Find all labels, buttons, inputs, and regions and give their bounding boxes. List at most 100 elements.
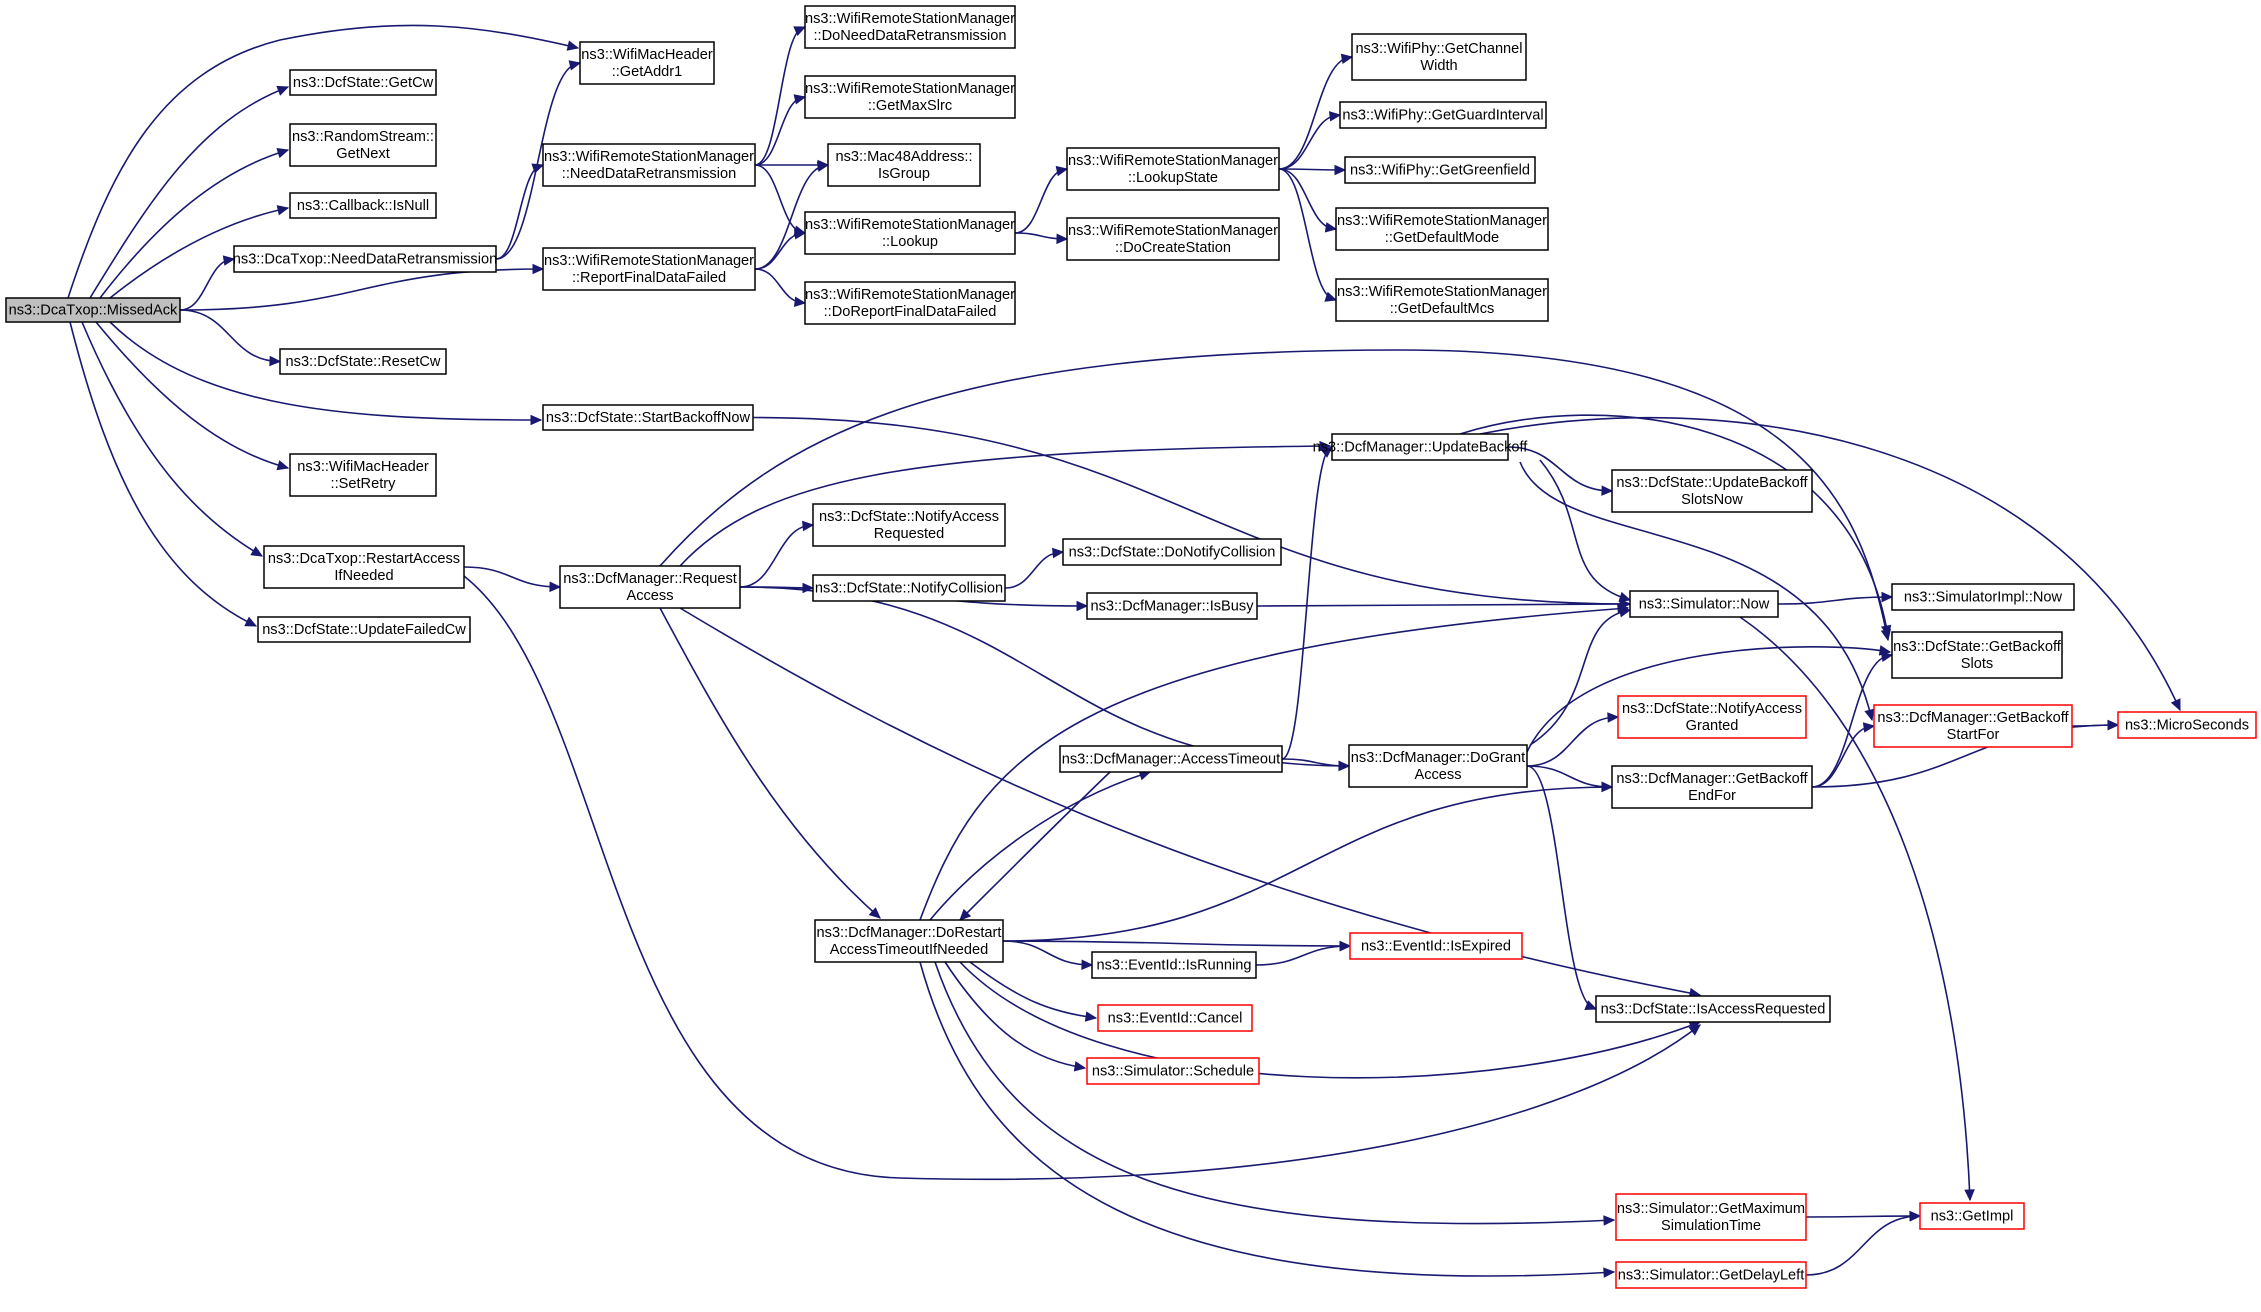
node-randomnext[interactable]: ns3::RandomStream::GetNext [289, 123, 437, 167]
node-label: ::ReportFinalDataFailed [572, 270, 726, 286]
edge-dogrant-to-notifyaccessgranted [1526, 716, 1619, 767]
node-isgroup[interactable]: ns3::Mac48Address::IsGroup [827, 143, 981, 187]
edge-requestaccess-to-notifyaccessreq [739, 524, 814, 588]
node-wrsmneeddata[interactable]: ns3::WifiRemoteStationManager::NeedDataR… [542, 143, 756, 187]
node-box [1629, 590, 1779, 618]
node-label: ::GetDefaultMode [1385, 230, 1499, 246]
node-dcaneeddata[interactable]: ns3::DcaTxop::NeedDataRetransmission [233, 245, 497, 273]
node-updatefailedcw[interactable]: ns3::DcfState::UpdateFailedCw [257, 616, 471, 643]
node-startbackoff[interactable]: ns3::DcfState::StartBackoffNow [542, 404, 754, 431]
node-donotifycollision[interactable]: ns3::DcfState::DoNotifyCollision [1062, 538, 1282, 566]
node-getgreenfield[interactable]: ns3::WifiPhy::GetGreenfield [1344, 156, 1536, 184]
node-resetcw[interactable]: ns3::DcfState::ResetCw [279, 348, 447, 375]
node-setretry[interactable]: ns3::WifiMacHeader::SetRetry [289, 453, 437, 497]
node-box [1059, 745, 1283, 773]
node-box [1611, 469, 1813, 513]
node-box [1062, 538, 1282, 566]
node-box [279, 348, 447, 375]
edge-arrowhead [868, 907, 881, 919]
node-label: SlotsNow [1681, 492, 1743, 508]
node-getdelayleft[interactable]: ns3::Simulator::GetDelayLeft [1615, 1261, 1807, 1289]
edge-lookupstate-to-getdefaultmcs [1278, 168, 1337, 301]
node-label: ns3::MicroSeconds [2125, 718, 2249, 734]
node-lookup[interactable]: ns3::WifiRemoteStationManager::Lookup [804, 211, 1016, 255]
node-getdefaultmcs[interactable]: ns3::WifiRemoteStationManager::GetDefaul… [1335, 278, 1549, 322]
edge-dorestart-to-getbackoffend [1002, 786, 1613, 942]
node-box [1066, 217, 1280, 261]
node-getmaxslrc[interactable]: ns3::WifiRemoteStationManager::GetMaxSlr… [804, 75, 1016, 119]
node-doneeddata[interactable]: ns3::WifiRemoteStationManager::DoNeedDat… [804, 5, 1016, 49]
node-label: ns3::DcfState::StartBackoffNow [546, 410, 751, 426]
node-box [1086, 1057, 1260, 1085]
node-label: ns3::WifiMacHeader [297, 459, 429, 475]
edge-dorestart-to-getmaxsimtime [934, 961, 1615, 1225]
node-cancel[interactable]: ns3::EventId::Cancel [1097, 1004, 1253, 1032]
node-label: ns3::DcfManager::IsBusy [1090, 599, 1254, 615]
node-box [1335, 207, 1549, 251]
node-docreatestation[interactable]: ns3::WifiRemoteStationManager::DoCreateS… [1066, 217, 1280, 261]
node-isrunning[interactable]: ns3::EventId::IsRunning [1091, 951, 1257, 979]
node-label: ::Lookup [882, 234, 938, 250]
node-isexpired[interactable]: ns3::EventId::IsExpired [1349, 932, 1523, 960]
node-box [827, 143, 981, 187]
node-box [1873, 704, 2073, 748]
edge-requestaccess-to-dorestart [659, 607, 881, 919]
node-schedule[interactable]: ns3::Simulator::Schedule [1086, 1057, 1260, 1085]
node-box [1891, 583, 2075, 611]
node-label: Access [626, 588, 673, 604]
node-label: ns3::DcfManager::AccessTimeout [1062, 752, 1280, 768]
node-getdefaultmode[interactable]: ns3::WifiRemoteStationManager::GetDefaul… [1335, 207, 1549, 251]
node-box [2117, 711, 2257, 739]
node-microseconds[interactable]: ns3::MicroSeconds [2117, 711, 2257, 739]
node-lookupstate[interactable]: ns3::WifiRemoteStationManager::LookupSta… [1066, 147, 1280, 191]
node-root[interactable]: ns3::DcaTxop::MissedAck [5, 297, 181, 323]
edge-arrowhead [1617, 603, 1630, 615]
edge-root-to-getcw [89, 86, 289, 299]
node-label: IsGroup [878, 166, 930, 182]
node-box [804, 75, 1016, 119]
node-simimplnow[interactable]: ns3::SimulatorImpl::Now [1891, 583, 2075, 611]
node-label: ::GetDefaultMcs [1390, 301, 1495, 317]
node-getguardinterval[interactable]: ns3::WifiPhy::GetGuardInterval [1339, 101, 1547, 129]
node-isaccessrequested[interactable]: ns3::DcfState::IsAccessRequested [1595, 995, 1831, 1023]
edge-arrowhead [1324, 222, 1338, 233]
node-dorestart[interactable]: ns3::DcfManager::DoRestartAccessTimeoutI… [814, 919, 1004, 963]
node-box [814, 919, 1004, 963]
node-reportfinal[interactable]: ns3::WifiRemoteStationManager::ReportFin… [542, 247, 756, 291]
node-box [1349, 932, 1523, 960]
node-notifycollision[interactable]: ns3::DcfState::NotifyCollision [812, 574, 1006, 602]
node-isnull[interactable]: ns3::Callback::IsNull [289, 192, 437, 219]
node-getaddr1[interactable]: ns3::WifiMacHeader::GetAddr1 [579, 41, 715, 85]
node-getcw[interactable]: ns3::DcfState::GetCw [289, 69, 437, 96]
edge-arrowhead [1073, 1061, 1087, 1072]
node-box [5, 297, 181, 323]
edge-arrowhead [1056, 233, 1069, 245]
edge-simnow-to-simimplnow [1777, 596, 1893, 605]
edge-arrowhead [1339, 940, 1352, 952]
node-label: ::DoNeedDataRetransmission [813, 28, 1006, 44]
node-box [1615, 1261, 1807, 1289]
node-box [812, 503, 1006, 547]
node-updatebackoff[interactable]: ns3::DcfManager::UpdateBackoff [1313, 433, 1529, 461]
node-accesstimeout[interactable]: ns3::DcfManager::AccessTimeout [1059, 745, 1283, 773]
edge-arrowhead [532, 263, 545, 275]
node-isbusy[interactable]: ns3::DcfManager::IsBusy [1086, 592, 1258, 620]
node-getimpl[interactable]: ns3::GetImpl [1919, 1202, 2025, 1230]
edge-arrowhead [566, 40, 580, 51]
edge-updatebackoff-to-microseconds [1479, 416, 2181, 711]
node-simnow[interactable]: ns3::Simulator::Now [1629, 590, 1779, 618]
node-label: ns3::Simulator::Now [1639, 597, 1770, 613]
node-doreportfinal[interactable]: ns3::WifiRemoteStationManager::DoReportF… [804, 281, 1016, 325]
node-box [289, 69, 437, 96]
